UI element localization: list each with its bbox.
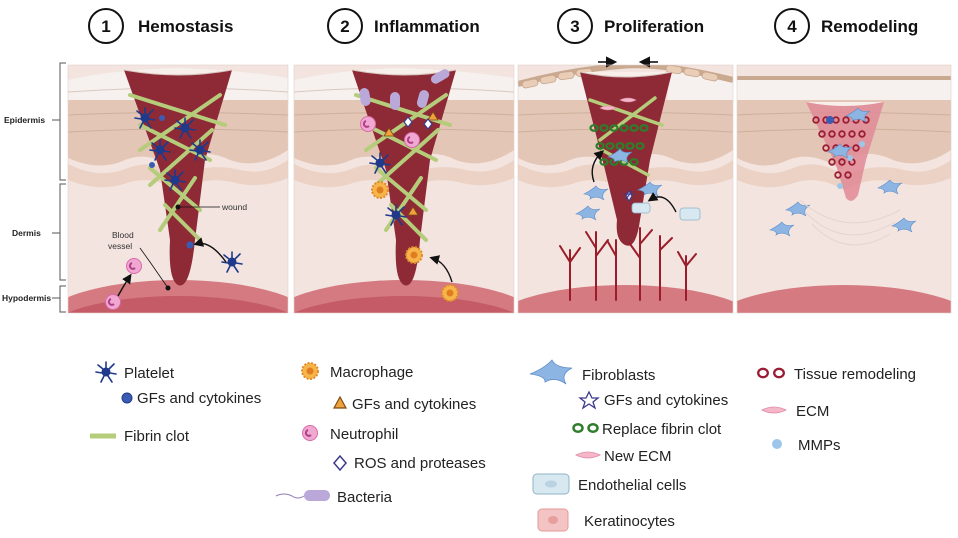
legend-item-macrophage: Macrophage xyxy=(301,362,413,381)
legend-item-fibroblasts: Fibroblasts xyxy=(529,359,655,385)
legend-item-replace-fibrin: Replace fibrin clot xyxy=(572,421,722,438)
legend-label: Macrophage xyxy=(330,364,413,381)
mmp-dot-icon xyxy=(772,439,782,449)
legend-item-fibroblast-gfs: GFs and cytokines xyxy=(578,390,728,410)
neutrophil-icon xyxy=(301,424,319,442)
panel-remodeling xyxy=(737,65,951,313)
legend-label: Platelet xyxy=(124,365,175,382)
legend-label: MMPs xyxy=(798,437,841,454)
legend-item-neutrophil: Neutrophil xyxy=(301,424,398,443)
legend-item-fibrin: Fibrin clot xyxy=(90,428,190,445)
bacteria-icon xyxy=(304,490,330,501)
ring-icon xyxy=(757,367,769,379)
legend-label: Endothelial cells xyxy=(578,477,686,494)
legend-item-keratinocytes: Keratinocytes xyxy=(537,508,675,532)
layer-brackets xyxy=(52,62,66,313)
legend-item-mmps: MMPs xyxy=(772,437,841,454)
ecm-icon xyxy=(575,451,601,459)
stage-number: 1 xyxy=(101,17,110,36)
legend-item-tissue-remodeling: Tissue remodeling xyxy=(757,366,916,383)
legend-item-macrophage-gfs: GFs and cytokines xyxy=(332,395,476,413)
stage-title: Proliferation xyxy=(604,17,704,36)
legend-item-new-ecm: New ECM xyxy=(575,448,672,465)
macrophage-icon xyxy=(301,362,319,380)
label-hypodermis: Hypodermis xyxy=(2,293,51,303)
legend-label: Bacteria xyxy=(337,489,393,506)
label-dermis: Dermis xyxy=(12,228,41,238)
legend-label: Replace fibrin clot xyxy=(602,421,722,438)
triangle-icon xyxy=(332,395,348,409)
platelet-icon xyxy=(95,361,117,383)
stage-header-2: 2 Inflammation xyxy=(327,8,480,44)
stage-header-4: 4 Remodeling xyxy=(774,8,918,44)
nucleus-icon xyxy=(548,516,558,524)
annotation-blood-vessel-1: Blood xyxy=(112,230,134,240)
stage-title: Hemostasis xyxy=(138,17,233,36)
legend-label: Neutrophil xyxy=(330,426,398,443)
panel-proliferation xyxy=(518,65,733,313)
flagellum-icon xyxy=(275,493,305,499)
legend-item-endothelial: Endothelial cells xyxy=(532,473,686,495)
stage-header-3: 3 Proliferation xyxy=(557,8,704,44)
legend-label: GFs and cytokines xyxy=(604,392,728,409)
legend-label: GFs and cytokines xyxy=(352,396,476,413)
stage-number: 2 xyxy=(340,17,349,36)
legend-item-ecm: ECM xyxy=(761,403,829,420)
fibroblast-icon xyxy=(529,359,573,385)
stage-number: 3 xyxy=(570,17,579,36)
diamond-icon xyxy=(333,454,347,472)
legend-item-bacteria: Bacteria xyxy=(275,489,393,506)
legend-label: Keratinocytes xyxy=(584,513,675,530)
legend-item-platelet: Platelet xyxy=(95,361,175,383)
legend-label: ECM xyxy=(796,403,829,420)
ring-icon xyxy=(773,367,785,379)
legend-label: Fibroblasts xyxy=(582,367,655,384)
legend-label: New ECM xyxy=(604,448,672,465)
ring-icon xyxy=(587,422,599,434)
panel-inflammation xyxy=(294,65,514,313)
annotation-blood-vessel-2: vessel xyxy=(108,241,132,251)
legend: Platelet GFs and cytokines Fibrin clot M… xyxy=(90,359,916,532)
stage-header-1: 1 Hemostasis xyxy=(88,8,233,44)
ring-icon xyxy=(572,422,584,434)
legend-item-ros: ROS and proteases xyxy=(333,454,486,472)
panel-hemostasis xyxy=(68,65,288,313)
ecm-icon xyxy=(761,406,787,414)
legend-label: GFs and cytokines xyxy=(137,390,261,407)
stage-number: 4 xyxy=(787,17,797,36)
nucleus-icon xyxy=(545,480,557,488)
legend-label: ROS and proteases xyxy=(354,455,486,472)
legend-item-platelet-gfs: GFs and cytokines xyxy=(121,390,261,407)
panel-borders xyxy=(67,64,952,314)
star-icon xyxy=(578,390,600,410)
label-epidermis: Epidermis xyxy=(4,115,45,125)
annotation-wound: wound xyxy=(221,202,247,212)
stage-title: Inflammation xyxy=(374,17,480,36)
legend-label: Fibrin clot xyxy=(124,428,190,445)
legend-label: Tissue remodeling xyxy=(794,366,916,383)
stage-title: Remodeling xyxy=(821,17,918,36)
gf-dot-icon xyxy=(121,392,133,404)
